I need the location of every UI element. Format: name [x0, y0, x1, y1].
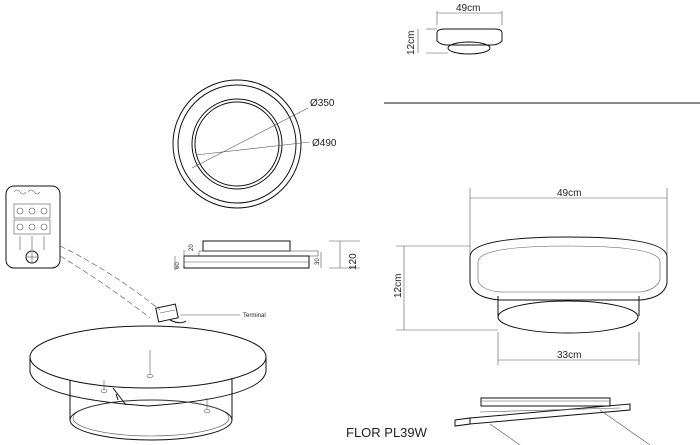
terminal-box: Terminal	[155, 303, 266, 324]
main-side-view: 49cm 12cm 33cm	[393, 188, 668, 365]
section-label-30: 30	[315, 258, 321, 265]
wire-dashed	[59, 245, 161, 311]
small-width-label: 49cm	[456, 3, 480, 14]
product-name: FLOR PL39W	[346, 425, 428, 440]
perspective-lamp	[29, 325, 267, 441]
section-label-60: 60	[175, 262, 181, 269]
section-label-20: 20	[189, 244, 195, 251]
small-height-label: 12cm	[406, 31, 417, 55]
main-height-label: 12cm	[393, 274, 404, 298]
section-label-120: 120	[348, 253, 359, 270]
ring-plan-view: Ø350 Ø490	[172, 79, 337, 209]
terminal-label: Terminal	[243, 313, 266, 319]
wire-dashed-2	[59, 255, 151, 319]
main-width-label: 49cm	[557, 188, 581, 199]
small-side-view: 49cm 12cm	[406, 3, 503, 55]
outer-diameter-label: Ø490	[312, 138, 337, 149]
section-view: 20 60 30 120	[174, 240, 360, 270]
main-bottom-label: 33cm	[557, 350, 581, 361]
inner-diameter-label: Ø350	[310, 98, 335, 109]
terminal-block-detail	[5, 185, 61, 269]
mounting-bracket-detail	[454, 397, 651, 445]
